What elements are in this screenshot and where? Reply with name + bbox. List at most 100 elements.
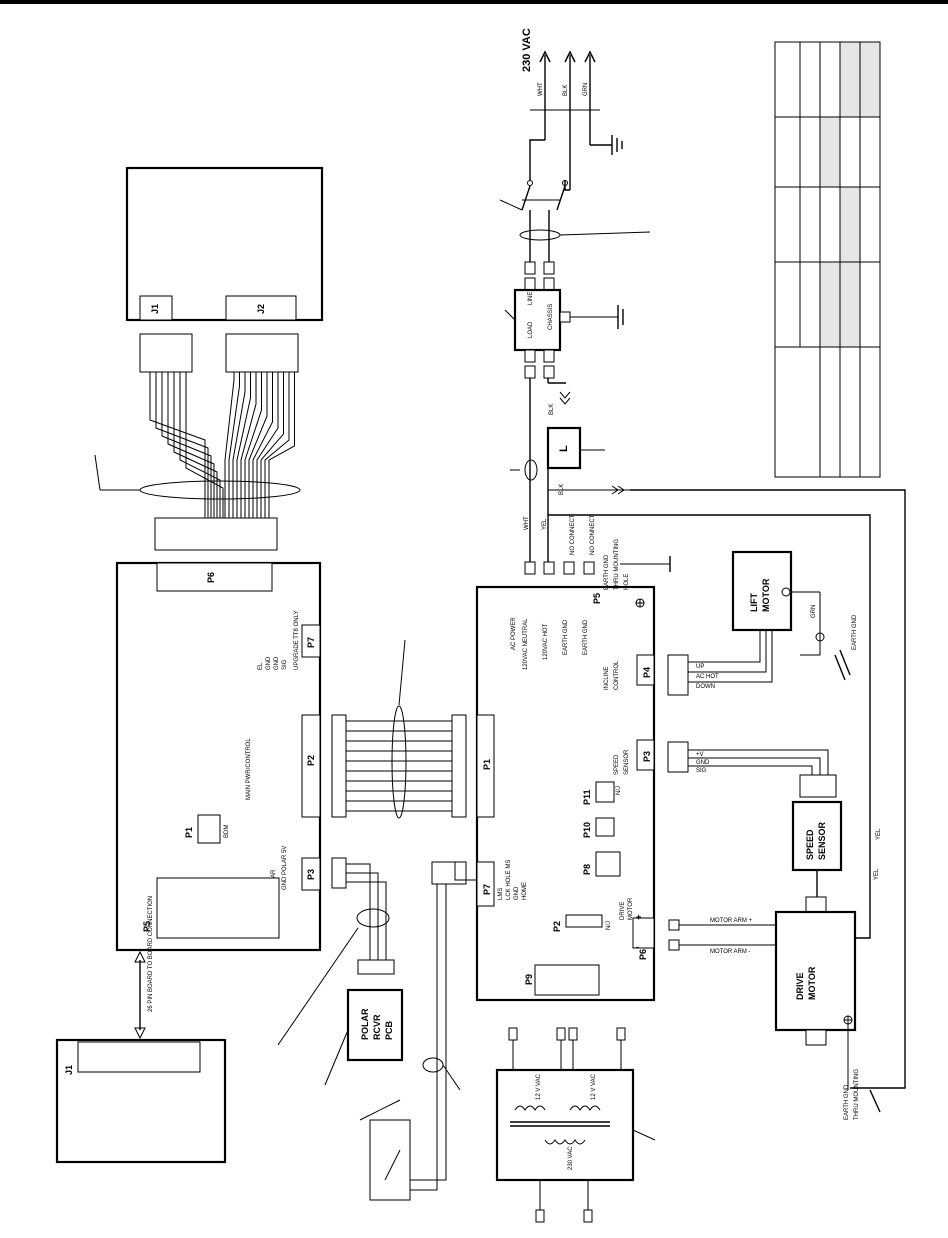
svg-text:P3: P3 — [306, 869, 316, 880]
svg-text:UP: UP — [696, 664, 704, 670]
inductor: L WHT YEL BLK — [510, 378, 906, 1089]
svg-text:THRU MOUNTING: THRU MOUNTING — [854, 1069, 860, 1120]
svg-text:26 PIN BOARD TO BOARD CONNECTI: 26 PIN BOARD TO BOARD CONNECTION — [148, 896, 154, 1012]
motor-controller: AC POWER 120VAC NEUTRAL 120VAC HOT EARTH… — [475, 514, 671, 1002]
supply-voltage: 230 VAC — [521, 28, 533, 72]
svg-text:LMS: LMS — [498, 888, 504, 900]
drive-motor: MOTOR ARM + MOTOR ARM - DRIVE MOTOR EART… — [668, 828, 882, 1120]
svg-text:DOWN: DOWN — [696, 684, 715, 690]
svg-text:NO CONNECT: NO CONNECT — [570, 514, 576, 555]
svg-text:MOTOR: MOTOR — [807, 966, 817, 1000]
polar-wiring: POLAR RCVR PCB — [277, 857, 404, 1086]
svg-text:AC HOT: AC HOT — [696, 674, 719, 680]
svg-text:J2: J2 — [256, 304, 266, 314]
line-filter: LINE LOAD CHASSIS BLK — [504, 261, 624, 415]
svg-text:CHASSIS: CHASSIS — [548, 304, 554, 330]
limit-switch — [359, 861, 467, 1201]
svg-text:MAIN PWR/CONTROL: MAIN PWR/CONTROL — [246, 738, 252, 800]
svg-text:P3: P3 — [642, 751, 652, 762]
svg-text:GND: GND — [696, 760, 710, 766]
page-top-rule — [0, 0, 948, 4]
display-ribbon — [94, 333, 301, 551]
svg-text:GND: GND — [514, 886, 520, 900]
svg-text:P5: P5 — [142, 921, 152, 932]
svg-text:BDM: BDM — [224, 825, 230, 838]
svg-text:+: + — [636, 912, 641, 922]
svg-text:EARTH GND: EARTH GND — [852, 614, 858, 650]
j1-board: J1 26 PIN BOARD TO BOARD CONNECTION — [55, 896, 227, 1164]
speed-sensor-wiring: +V GND SIG SPEED SENSOR — [667, 741, 843, 897]
transformer: 12 V VAC 12 V VAC 230 VAC — [495, 1027, 656, 1223]
svg-text:MOTOR: MOTOR — [761, 578, 771, 612]
svg-text:GND: GND — [274, 656, 280, 670]
svg-text:BLK: BLK — [549, 404, 555, 415]
svg-text:SENSOR: SENSOR — [624, 749, 630, 775]
svg-text:PCB: PCB — [384, 1020, 394, 1040]
legend-table — [774, 41, 881, 478]
svg-text:230 VAC: 230 VAC — [568, 1146, 574, 1170]
svg-text:J1: J1 — [150, 304, 160, 314]
svg-text:CONTROL: CONTROL — [614, 660, 620, 690]
svg-text:INCLINE: INCLINE — [604, 666, 610, 690]
svg-text:EARTH GND: EARTH GND — [844, 1084, 850, 1120]
svg-text:EL: EL — [258, 662, 264, 670]
svg-text:P9: P9 — [524, 974, 534, 985]
svg-text:P1: P1 — [482, 759, 492, 770]
svg-text:WHT: WHT — [524, 516, 530, 530]
svg-text:BLK: BLK — [563, 85, 569, 96]
svg-text:P1: P1 — [184, 827, 194, 838]
svg-text:N/J: N/J — [606, 921, 612, 930]
svg-text:LOAD: LOAD — [528, 321, 534, 338]
svg-text:THRU MOUNTING: THRU MOUNTING — [614, 539, 620, 590]
svg-text:MOTOR: MOTOR — [628, 897, 634, 920]
svg-text:P8: P8 — [582, 864, 592, 875]
svg-text:LINE: LINE — [528, 292, 534, 305]
svg-text:P2: P2 — [552, 921, 562, 932]
svg-text:SPEED: SPEED — [614, 754, 620, 775]
svg-text:GRN: GRN — [583, 83, 589, 96]
svg-text:NO CONNECT: NO CONNECT — [590, 514, 596, 555]
svg-text:P10: P10 — [582, 822, 592, 838]
svg-text:N/J: N/J — [616, 786, 622, 795]
svg-text:RCVR: RCVR — [372, 1014, 382, 1040]
svg-text:P4: P4 — [642, 667, 652, 678]
svg-text:MOTOR ARM +: MOTOR ARM + — [710, 918, 753, 924]
svg-text:P6: P6 — [206, 572, 216, 583]
svg-text:EARTH GND: EARTH GND — [583, 619, 589, 655]
svg-text:SENSOR: SENSOR — [817, 821, 827, 860]
svg-text:12 V VAC: 12 V VAC — [536, 1073, 542, 1100]
svg-text:120VAC HOT: 120VAC HOT — [543, 623, 549, 660]
svg-text:+V: +V — [696, 752, 704, 758]
display-pcb: J1 J2 — [125, 166, 324, 322]
svg-text:HOLE: HOLE — [624, 574, 630, 590]
control-pcb: P6 P7 EL GND GND SIG UPGRADE TT8 ONLY P2… — [115, 561, 322, 952]
svg-text:UPGRADE TT8 ONLY: UPGRADE TT8 ONLY — [294, 611, 300, 670]
svg-text:GRN: GRN — [811, 605, 817, 618]
svg-text:120VAC NEUTRAL: 120VAC NEUTRAL — [523, 618, 529, 670]
svg-text:P11: P11 — [582, 789, 592, 805]
svg-text:J1: J1 — [64, 1065, 74, 1075]
svg-text:WHT: WHT — [538, 82, 544, 96]
svg-text:DRIVE: DRIVE — [620, 902, 626, 920]
svg-text:DRIVE: DRIVE — [795, 972, 805, 1000]
svg-text:P5: P5 — [592, 593, 602, 604]
svg-text:HOME: HOME — [522, 882, 528, 900]
svg-text:EARTH GND: EARTH GND — [604, 554, 610, 590]
svg-text:P2: P2 — [306, 755, 316, 766]
svg-text:BLK: BLK — [559, 484, 565, 495]
main-ribbon — [331, 639, 467, 819]
lift-motor-label: LIFT — [749, 593, 759, 612]
svg-text:YEL: YEL — [542, 518, 548, 530]
svg-text:YEL: YEL — [874, 868, 880, 880]
svg-text:AC POWER: AC POWER — [511, 617, 517, 650]
svg-text:SIG: SIG — [282, 659, 288, 670]
svg-text:POLAR: POLAR — [360, 1008, 370, 1040]
svg-text:P6: P6 — [638, 949, 648, 960]
svg-text:P7: P7 — [482, 884, 492, 895]
svg-text:P7: P7 — [306, 637, 316, 648]
svg-text:YEL: YEL — [876, 828, 882, 840]
svg-text:GND: GND — [266, 656, 272, 670]
svg-text:SPEED: SPEED — [805, 829, 815, 860]
svg-text:12 V VAC: 12 V VAC — [591, 1073, 597, 1100]
